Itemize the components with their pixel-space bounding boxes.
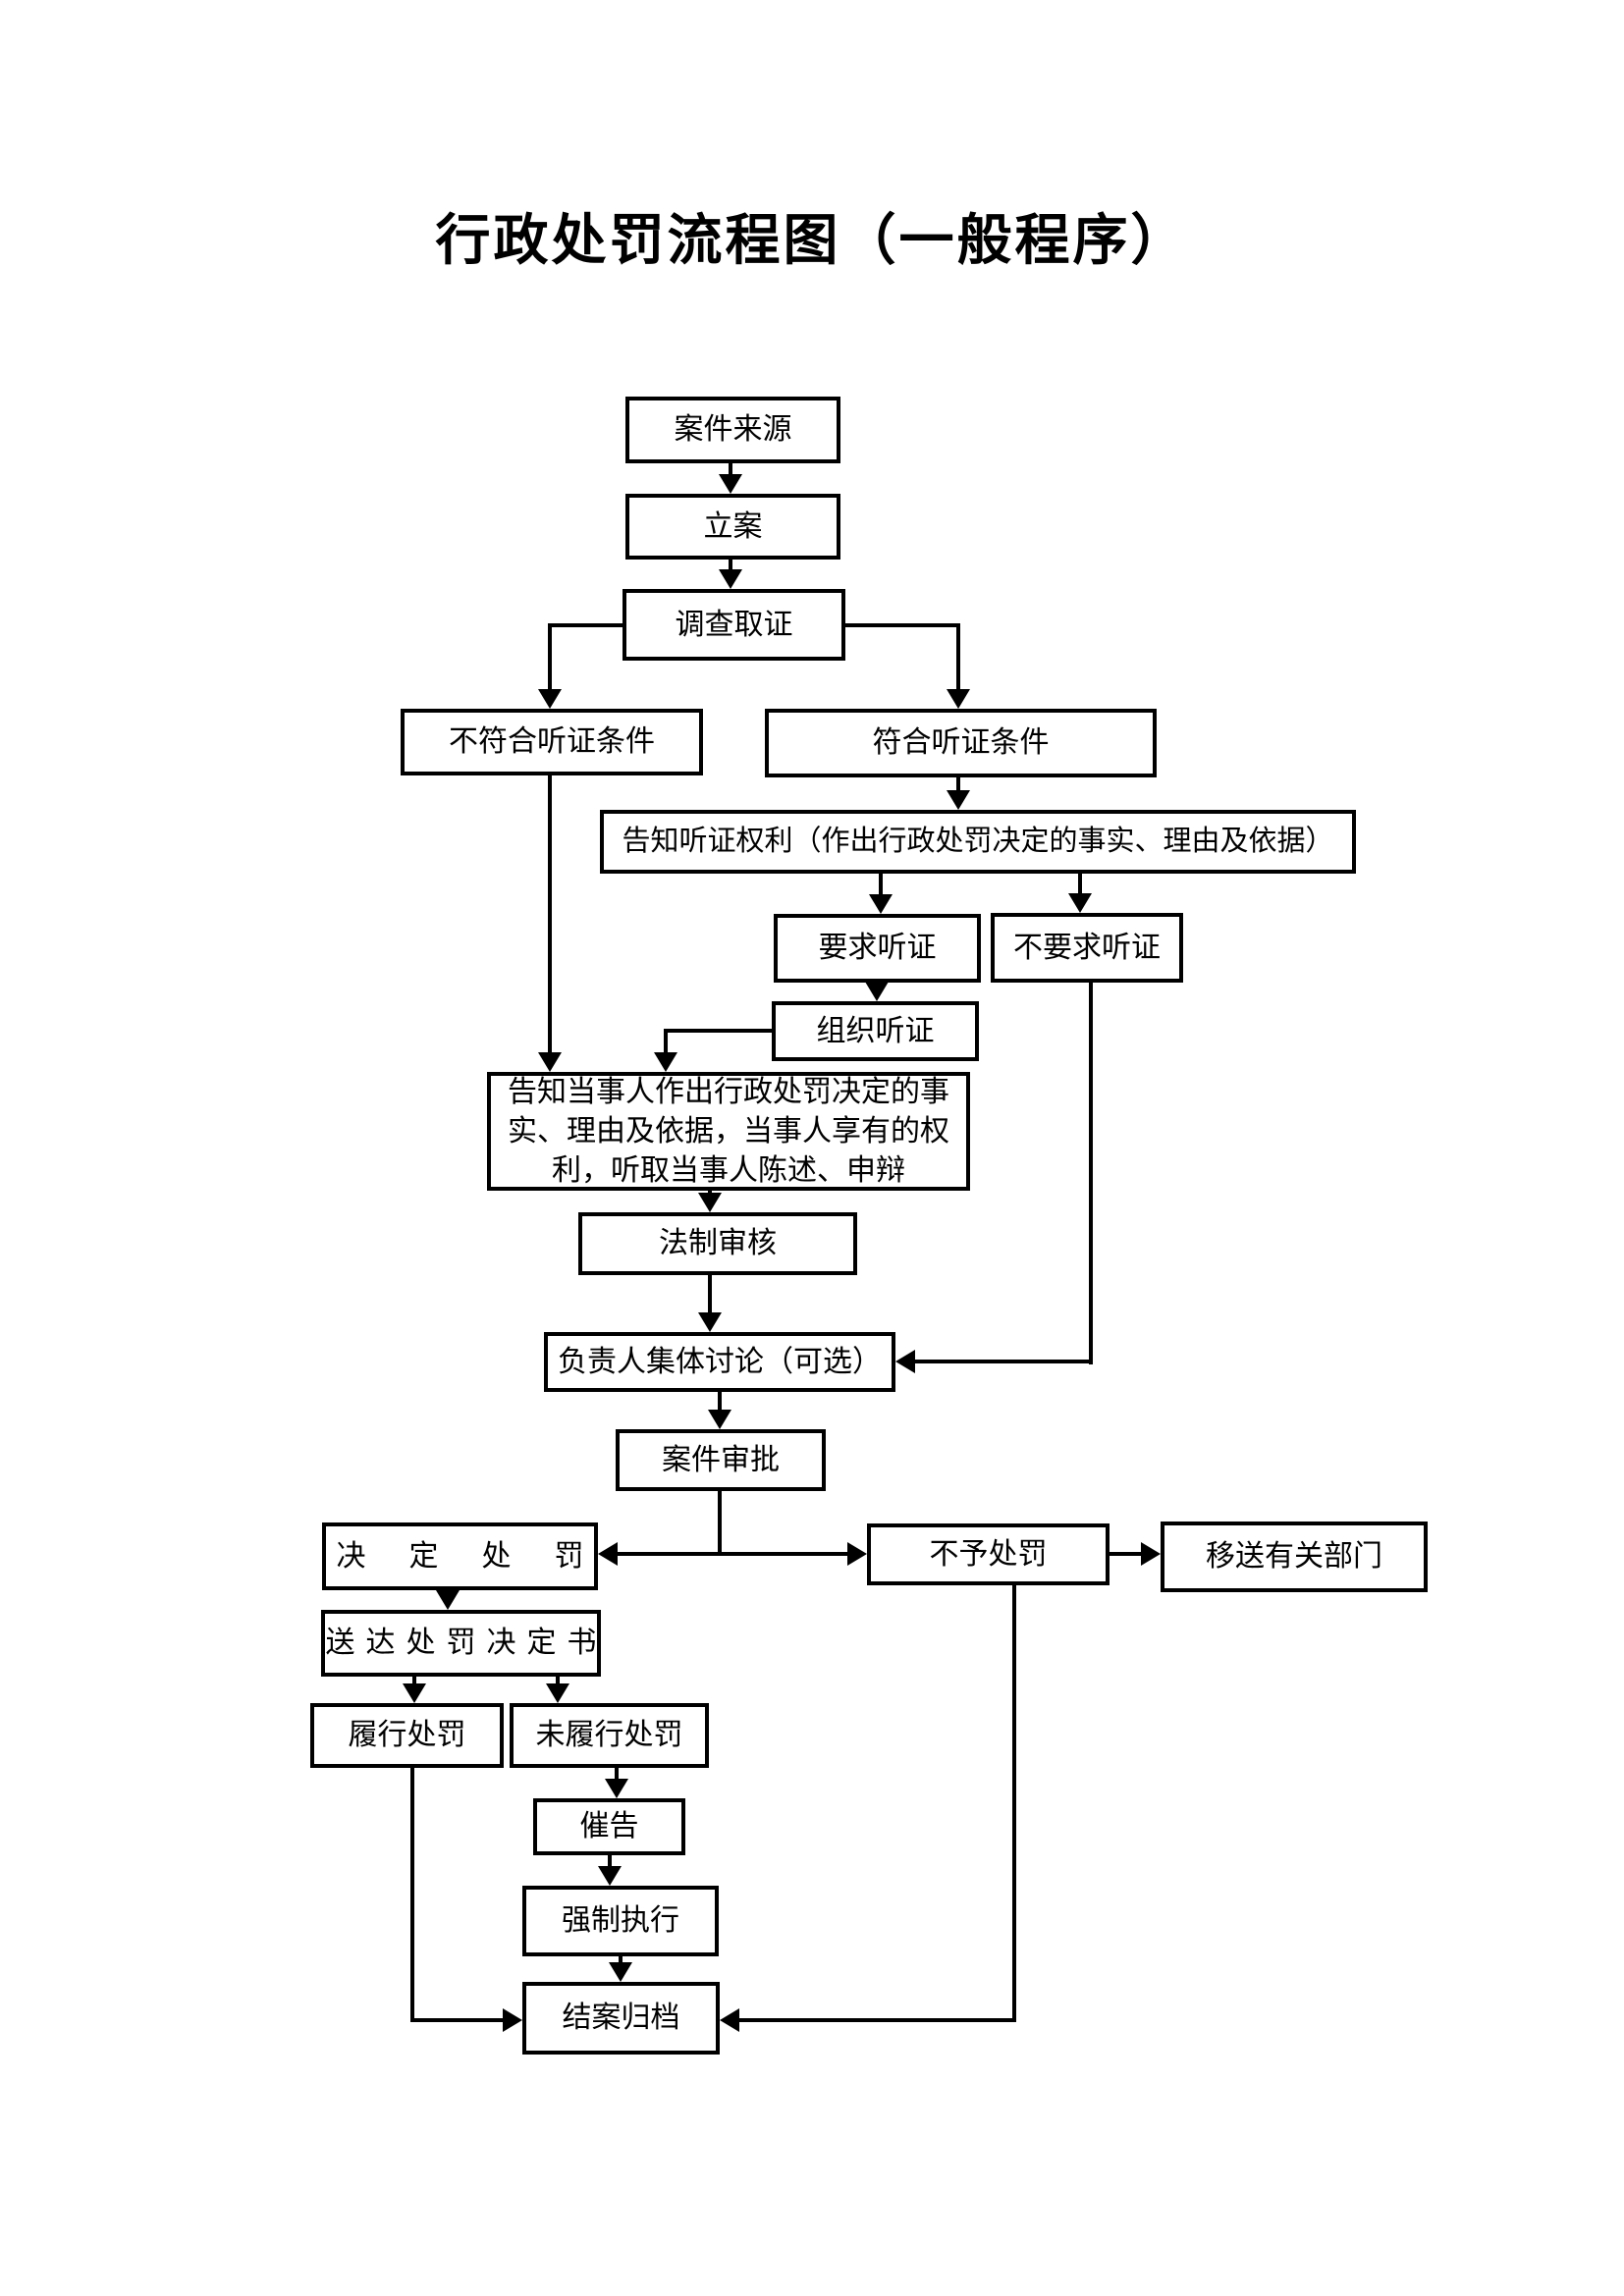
- arrowhead-down: [609, 1962, 632, 1982]
- arrowhead-down: [598, 1866, 622, 1886]
- connector-investigation-right: [845, 623, 960, 627]
- arrowhead-left: [720, 2008, 739, 2032]
- arrowhead-down: [654, 1052, 677, 1072]
- node-hearing-condition: 符合听证条件: [765, 709, 1157, 777]
- connector-organize-inform: [664, 1029, 772, 1033]
- diagram-title: 行政处罚流程图（一般程序）: [435, 209, 1189, 271]
- arrowhead-right: [847, 1542, 867, 1566]
- connector-investigation-right-drop: [956, 623, 960, 691]
- node-organize-hearing: 组织听证: [772, 1001, 979, 1061]
- node-investigation: 调查取证: [623, 589, 845, 661]
- node-deliver-decision: 送达处罚决定书: [321, 1610, 601, 1677]
- connector-norequest-discussion: [913, 1360, 1091, 1363]
- arrowhead-right: [503, 2008, 522, 2032]
- connector-notfulfill-reminder: [615, 1768, 619, 1781]
- node-decide-penalty: 决定处罚: [322, 1522, 598, 1590]
- connector-approval-drop: [718, 1491, 722, 1556]
- arrowhead-down: [719, 474, 742, 494]
- connector-legal-discussion: [708, 1275, 712, 1314]
- connector-organize-inform-drop: [664, 1029, 668, 1054]
- arrowhead-down: [538, 1052, 562, 1072]
- node-no-penalty: 不予处罚: [867, 1523, 1110, 1585]
- connector-investigation-left: [550, 623, 626, 627]
- connector-fulfill-drop: [410, 1768, 414, 2022]
- arrowhead-left: [598, 1542, 618, 1566]
- arrowhead-down: [698, 1193, 722, 1212]
- connector-fulfill-archive: [410, 2018, 505, 2022]
- arrowhead-down: [1068, 893, 1092, 913]
- arrowhead-right: [1141, 1542, 1161, 1566]
- arrowhead-down: [947, 790, 970, 810]
- arrowhead-down: [546, 1683, 569, 1703]
- node-request-hearing: 要求听证: [774, 914, 981, 983]
- node-no-hearing-condition: 不符合听证条件: [401, 709, 703, 775]
- connector-notify-norequest: [1078, 874, 1082, 895]
- connector-notify-request: [879, 874, 883, 896]
- arrowhead-down: [719, 569, 742, 589]
- connector-source-filing: [729, 463, 732, 477]
- connector-reminder-enforcement: [608, 1855, 612, 1868]
- connector-nopenalty-drop: [1012, 1585, 1016, 2022]
- connector-investigation-left-drop: [548, 623, 552, 691]
- node-no-request-hearing: 不要求听证: [991, 913, 1183, 983]
- arrowhead-down: [947, 689, 970, 709]
- node-transfer-department: 移送有关部门: [1161, 1522, 1428, 1592]
- node-case-approval: 案件审批: [616, 1429, 826, 1491]
- node-not-fulfill-penalty: 未履行处罚: [510, 1703, 709, 1768]
- node-reminder: 催告: [533, 1798, 685, 1855]
- connector-hearing-notify: [956, 777, 960, 793]
- connector-nopenalty-archive: [737, 2018, 1016, 2022]
- node-collective-discussion: 负责人集体讨论（可选）: [544, 1332, 895, 1392]
- connector-deliver-notfulfill: [556, 1677, 560, 1686]
- connector-enforcement-archive: [619, 1956, 623, 1964]
- arrowhead-down: [605, 1779, 628, 1798]
- connector-nopenalty-transfer: [1110, 1552, 1143, 1556]
- node-close-archive: 结案归档: [522, 1982, 720, 2055]
- arrowhead-down: [698, 1312, 722, 1332]
- node-legal-review: 法制审核: [578, 1212, 857, 1275]
- arrowhead-left: [895, 1350, 915, 1373]
- node-filing: 立案: [625, 494, 840, 560]
- connector-approval-branch: [618, 1552, 847, 1556]
- node-case-source: 案件来源: [625, 397, 840, 463]
- arrowhead-down: [708, 1410, 731, 1429]
- arrowhead-down: [538, 689, 562, 709]
- node-fulfill-penalty: 履行处罚: [310, 1703, 504, 1768]
- arrowhead-down: [403, 1683, 426, 1703]
- arrowhead-down: [436, 1590, 460, 1610]
- connector-norequest-drop: [1089, 983, 1093, 1364]
- connector-filing-investigation: [729, 560, 732, 572]
- arrowhead-down: [869, 894, 893, 914]
- node-notify-hearing-right: 告知听证权利（作出行政处罚决定的事实、理由及依据）: [600, 810, 1356, 874]
- connector-discussion-approval: [718, 1392, 722, 1414]
- connector-deliver-fulfill: [412, 1677, 416, 1686]
- arrowhead-down: [865, 982, 889, 1001]
- connector-nohearing-inform: [548, 775, 552, 1054]
- node-enforcement: 强制执行: [522, 1886, 719, 1956]
- node-inform-party: 告知当事人作出行政处罚决定的事实、理由及依据，当事人享有的权利，听取当事人陈述、…: [487, 1072, 970, 1191]
